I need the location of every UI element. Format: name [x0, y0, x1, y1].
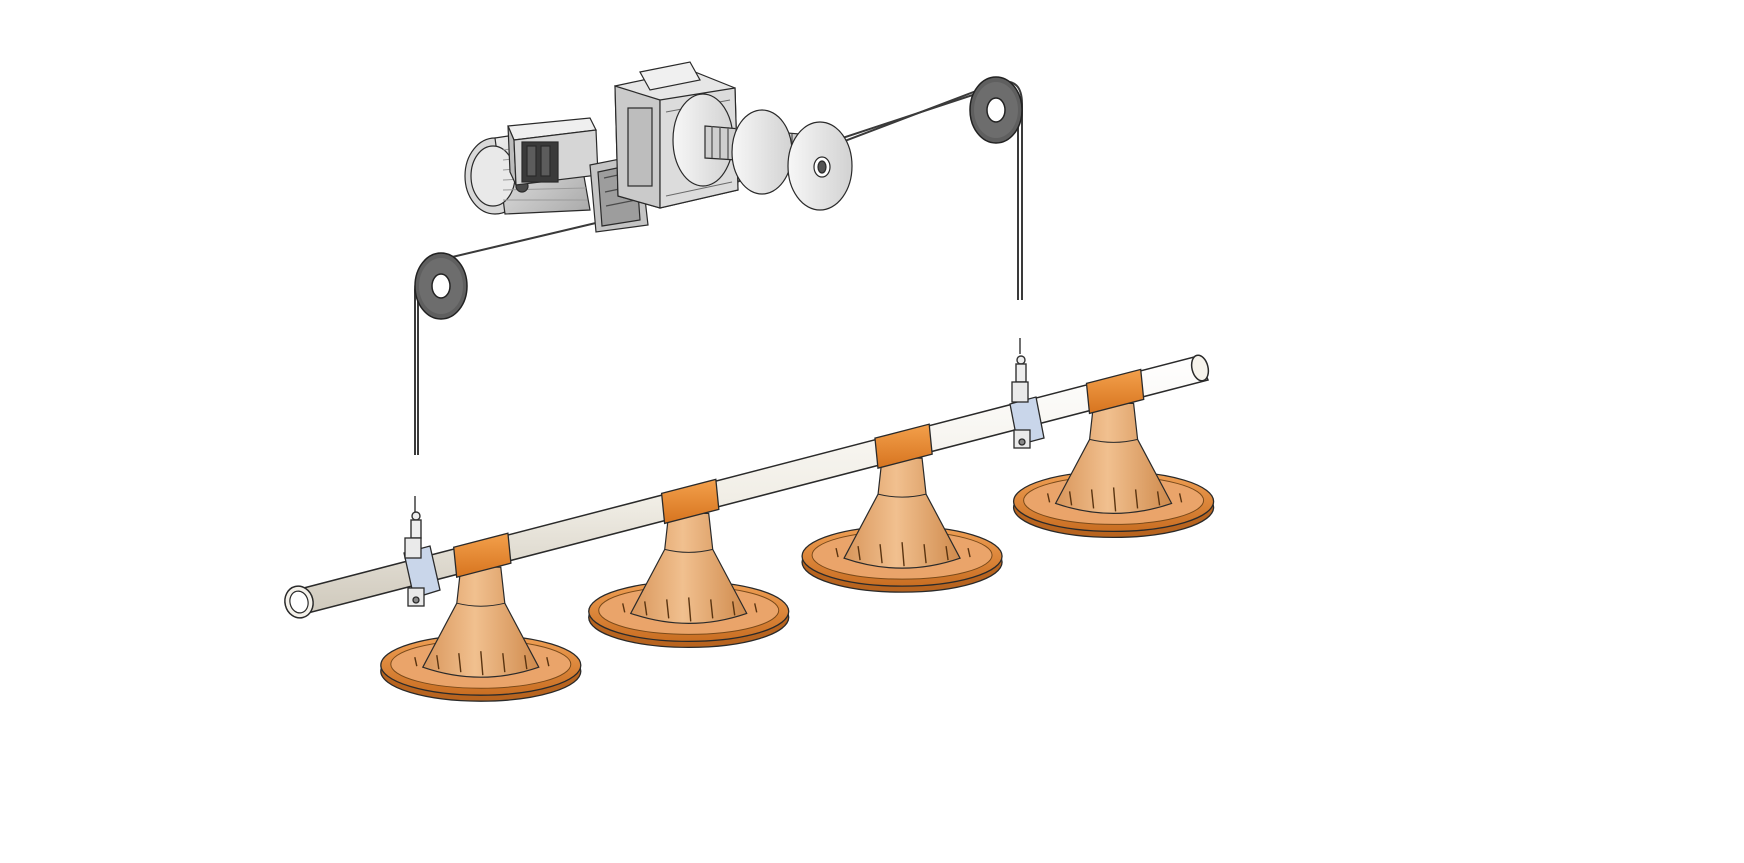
pipe-collar-4 — [1085, 368, 1145, 415]
feeder-3 — [801, 457, 1003, 593]
feeder-4 — [1012, 402, 1215, 539]
terminal-box — [507, 117, 599, 186]
pipe-collars — [452, 368, 1145, 579]
pipe-open-end — [284, 585, 314, 619]
drum-flange-2 — [731, 109, 793, 195]
left-pipe-clamp — [403, 537, 441, 607]
feeder-2 — [588, 512, 790, 649]
pipe-collar-3 — [874, 423, 933, 469]
right-pipe-clamp — [1009, 381, 1045, 449]
winch-motor-assembly — [464, 61, 853, 233]
feeder-1 — [380, 566, 582, 702]
drum-flange-3 — [787, 121, 853, 211]
left-hanger-hook — [410, 496, 422, 539]
right-hanger-hook — [1015, 338, 1027, 383]
pipe-collar-1 — [452, 532, 512, 579]
left-pulley — [414, 252, 468, 320]
feeders — [380, 402, 1215, 702]
feed-pipe — [284, 354, 1210, 619]
right-pulley — [969, 76, 1023, 144]
pipe-collar-2 — [660, 478, 720, 525]
